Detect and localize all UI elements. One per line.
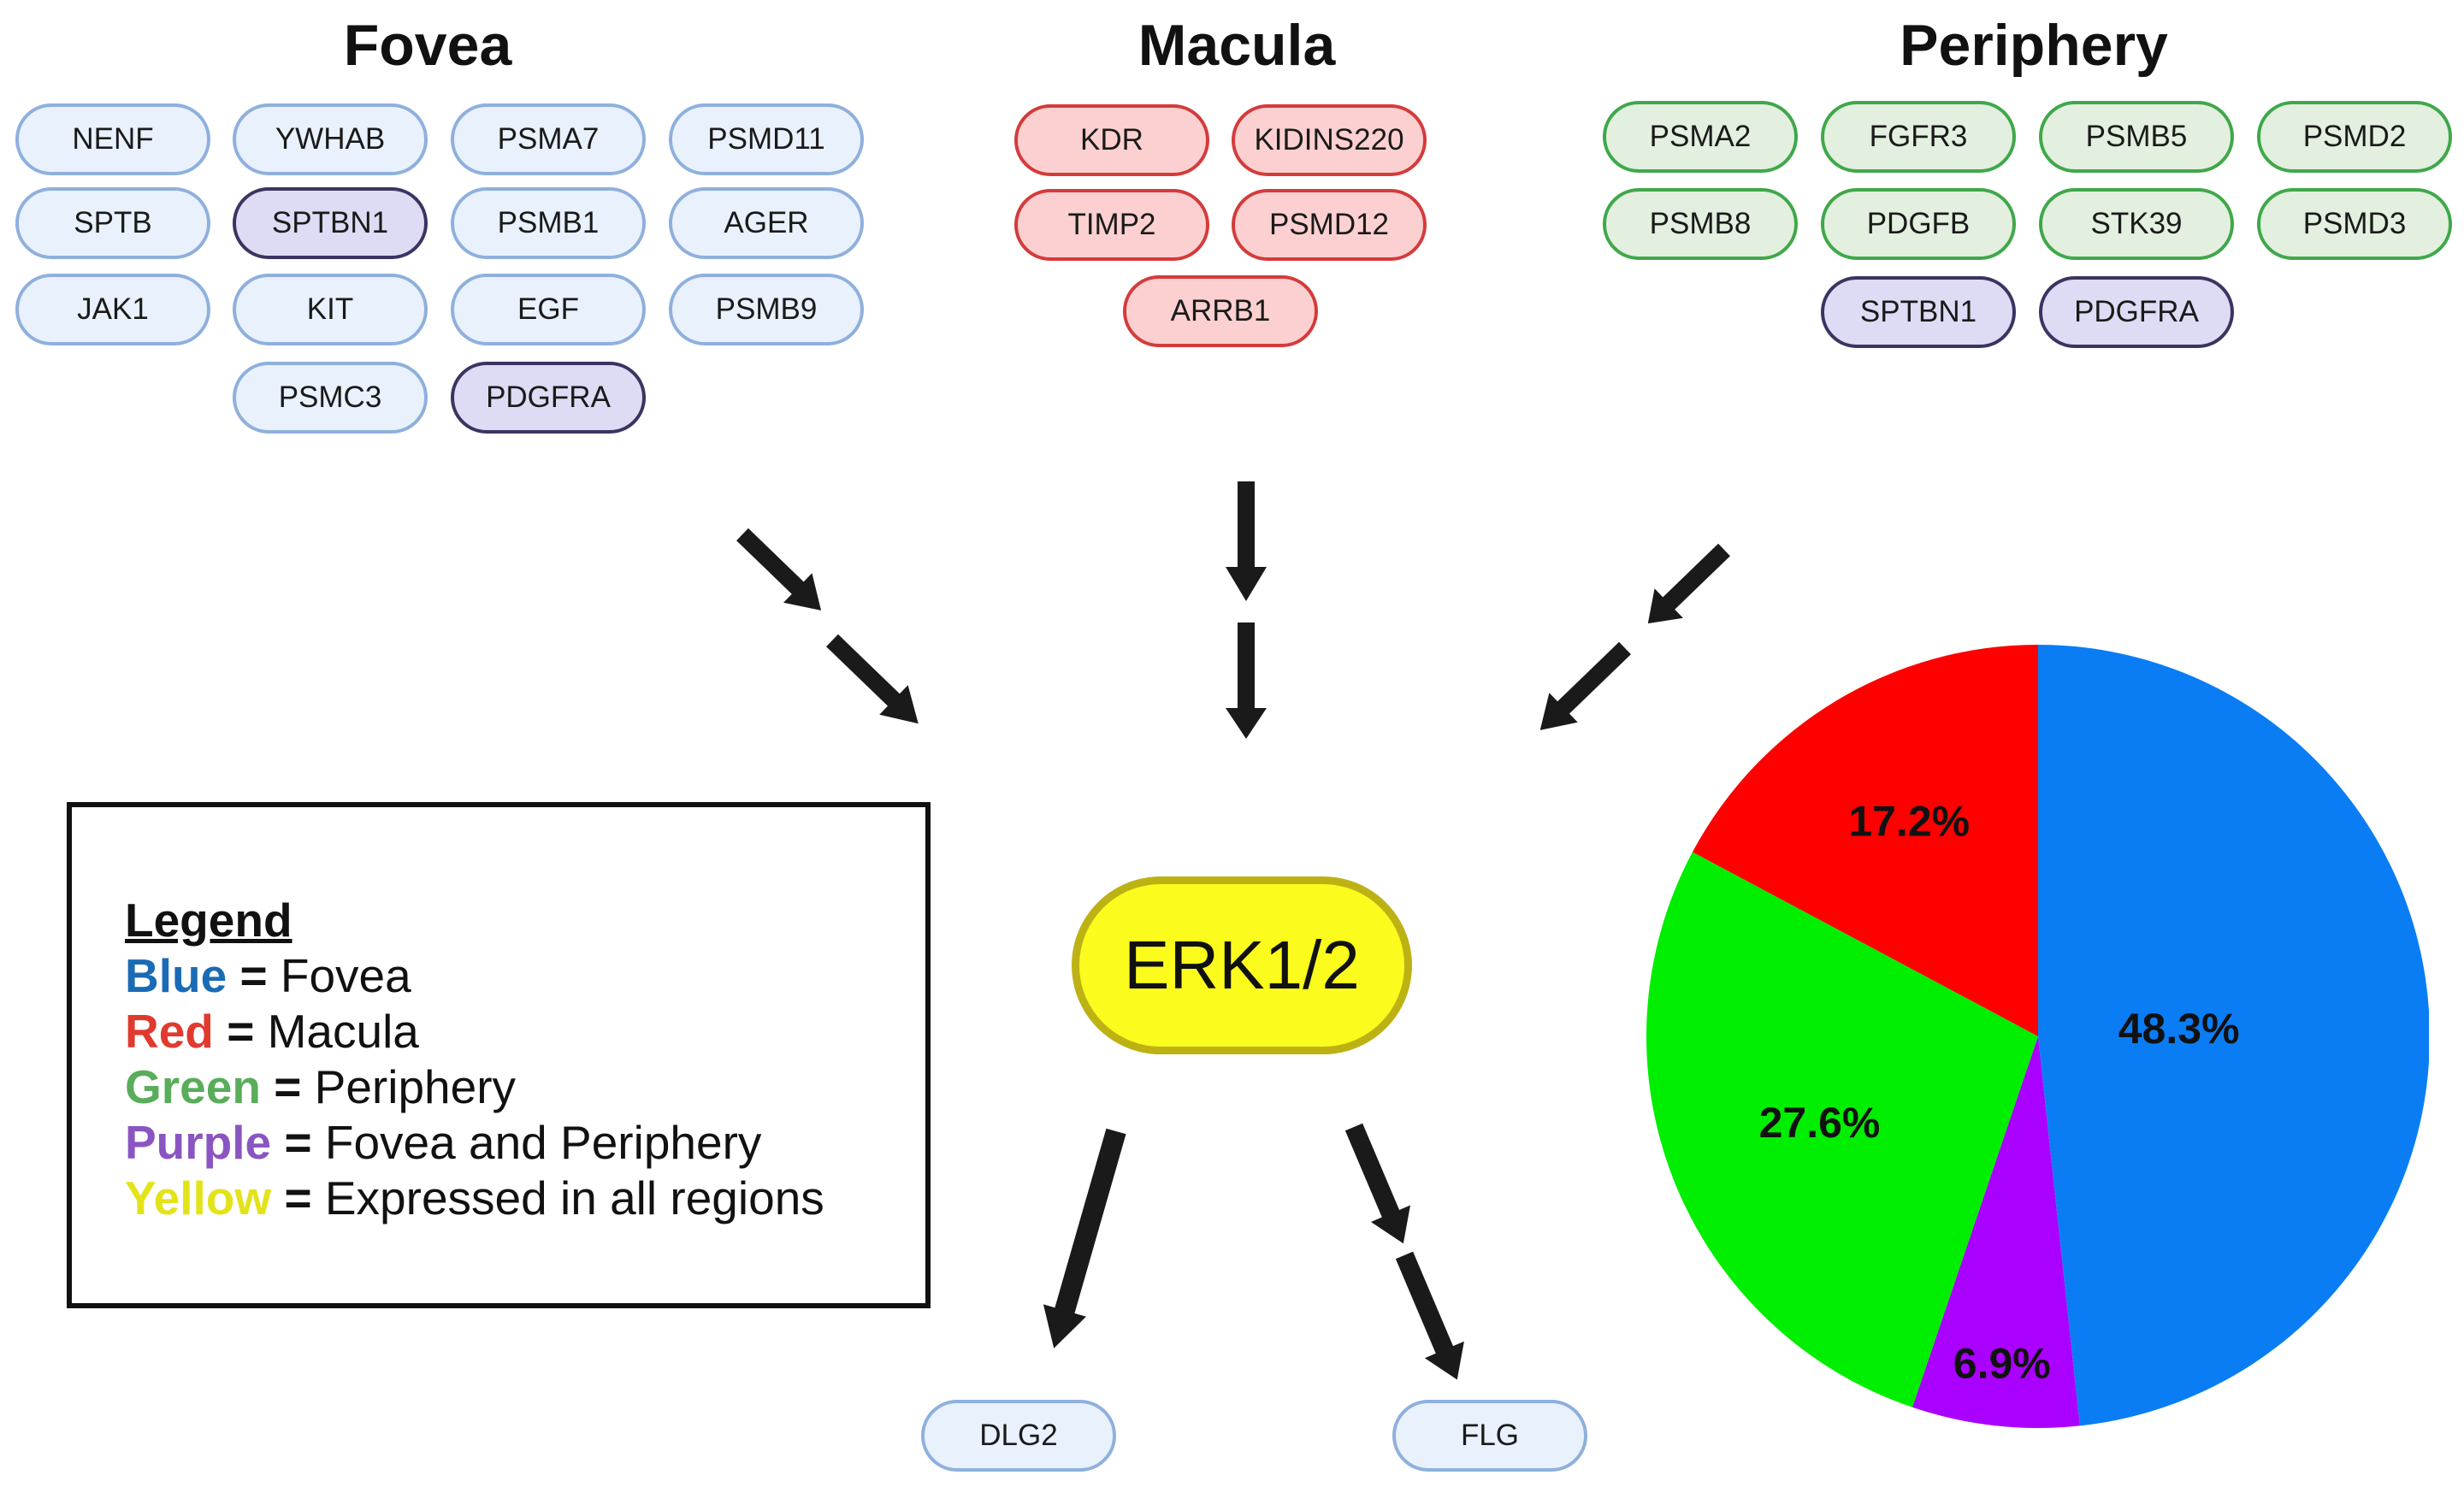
periphery-gene-pill: PSMD2 <box>2257 101 2452 173</box>
pie-chart: 48.3% 6.9% 27.6% 17.2% <box>1646 645 2429 1428</box>
legend-meaning: Expressed in all regions <box>324 1171 824 1224</box>
pie-slice <box>1912 1036 2080 1428</box>
fovea-gene-pill: PSMB9 <box>669 274 864 345</box>
arrow-periphery-to-erk <box>1647 543 1730 624</box>
legend-entry-yellow: Yellow = Expressed in all regions <box>125 1171 824 1226</box>
periphery-title: Periphery <box>1900 13 2168 78</box>
macula-gene-pill: ARRB1 <box>1123 275 1318 347</box>
legend-separator: = <box>284 1116 312 1169</box>
legend-meaning: Fovea <box>280 949 411 1002</box>
legend-color-word: Green <box>125 1060 261 1113</box>
legend-meaning: Periphery <box>314 1060 517 1113</box>
pie-slice <box>2038 645 2429 1426</box>
periphery-gene-pill: FGFR3 <box>1821 101 2016 173</box>
fovea-gene-pill: SPTBN1 <box>233 187 428 259</box>
macula-title: Macula <box>1137 13 1336 78</box>
arrow-macula-to-erk <box>1226 623 1267 739</box>
pie-slice <box>1646 852 2038 1407</box>
legend-entry-blue: Blue = Fovea <box>125 948 824 1004</box>
legend-color-word: Yellow <box>125 1171 272 1224</box>
fovea-gene-pill: NENF <box>15 103 210 175</box>
fovea-title: Fovea <box>343 13 512 78</box>
arrow-erk-to-flg <box>1395 1251 1464 1380</box>
pie-slice-label: 17.2% <box>1848 798 1970 846</box>
legend-entry-red: Red = Macula <box>125 1004 824 1059</box>
legend-meaning: Macula <box>267 1005 419 1058</box>
fovea-gene-pill: YWHAB <box>233 103 428 175</box>
periphery-gene-pill: SPTBN1 <box>1821 276 2016 348</box>
legend-color-word: Purple <box>125 1116 272 1169</box>
fovea-gene-pill: PSMB1 <box>451 187 646 259</box>
pie-slice <box>1692 645 2038 1036</box>
legend-color-word: Blue <box>125 949 227 1002</box>
downstream-gene-pill: FLG <box>1392 1400 1587 1472</box>
macula-gene-pill: PSMD12 <box>1232 189 1427 261</box>
legend-separator: = <box>239 949 268 1002</box>
legend-separator: = <box>284 1171 312 1224</box>
periphery-gene-pill: PDGFB <box>1821 188 2016 260</box>
fovea-gene-pill: AGER <box>669 187 864 259</box>
fovea-gene-pill: SPTB <box>15 187 210 259</box>
arrow-macula-to-erk <box>1226 481 1267 601</box>
periphery-gene-pill: PSMB8 <box>1603 188 1798 260</box>
legend-meaning: Fovea and Periphery <box>324 1116 762 1169</box>
erk-node: ERK1/2 <box>1072 876 1412 1054</box>
periphery-gene-pill: PDGFRA <box>2039 276 2234 348</box>
fovea-gene-pill: EGF <box>451 274 646 345</box>
downstream-gene-pill: DLG2 <box>921 1400 1116 1472</box>
pie-slice-label: 6.9% <box>1953 1339 2051 1387</box>
periphery-gene-pill: PSMD3 <box>2257 188 2452 260</box>
legend-separator: = <box>227 1005 255 1058</box>
macula-gene-pill: KDR <box>1014 104 1209 176</box>
fovea-gene-pill: PSMD11 <box>669 103 864 175</box>
legend-separator: = <box>274 1060 302 1113</box>
periphery-gene-pill: PSMA2 <box>1603 101 1798 173</box>
legend-entry-purple: Purple = Fovea and Periphery <box>125 1115 824 1171</box>
fovea-gene-pill: PSMC3 <box>233 362 428 434</box>
legend-color-word: Red <box>125 1005 214 1058</box>
pie-slice-label: 48.3% <box>2118 1005 2240 1053</box>
fovea-gene-pill: PDGFRA <box>451 362 646 434</box>
periphery-gene-pill: PSMB5 <box>2039 101 2234 173</box>
arrow-fovea-to-erk <box>826 634 919 724</box>
arrow-erk-to-flg <box>1344 1123 1410 1244</box>
arrow-periphery-to-erk <box>1539 641 1631 730</box>
macula-gene-pill: KIDINS220 <box>1232 104 1427 176</box>
legend-entry-green: Green = Periphery <box>125 1059 824 1115</box>
legend-box: Legend Blue = Fovea Red = Macula Green =… <box>67 802 931 1308</box>
pie-slice-label: 27.6% <box>1759 1099 1881 1147</box>
fovea-gene-pill: KIT <box>233 274 428 345</box>
legend-title: Legend <box>125 894 292 947</box>
fovea-gene-pill: PSMA7 <box>451 103 646 175</box>
arrow-fovea-to-erk <box>736 528 822 611</box>
fovea-gene-pill: JAK1 <box>15 274 210 345</box>
arrow-erk-to-dlg2 <box>1043 1128 1126 1348</box>
periphery-gene-pill: STK39 <box>2039 188 2234 260</box>
macula-gene-pill: TIMP2 <box>1014 189 1209 261</box>
